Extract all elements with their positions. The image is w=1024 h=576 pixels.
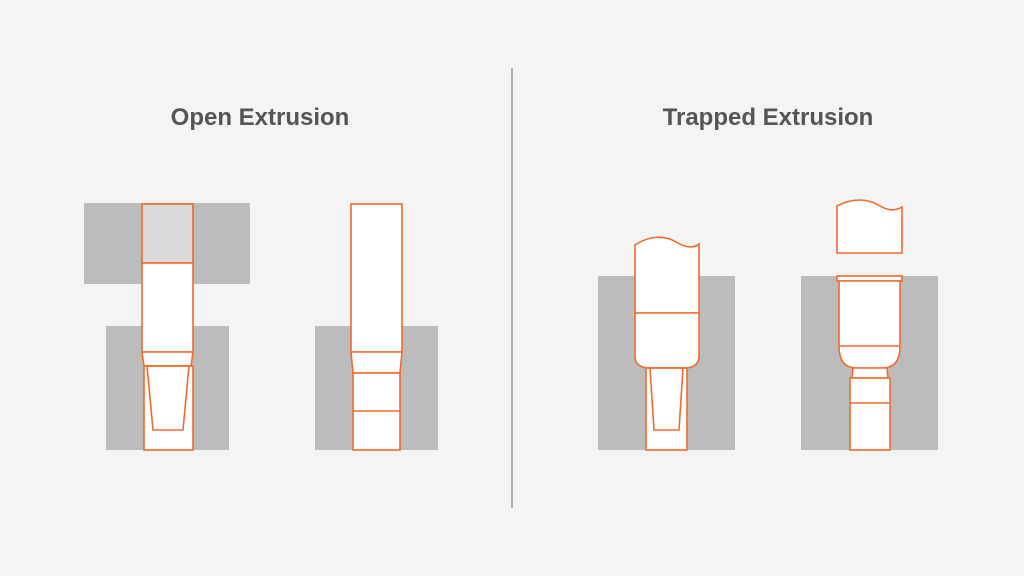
billet-taper: [851, 367, 889, 379]
trapped-extrusion-title: Trapped Extrusion: [662, 104, 874, 131]
trapped-extrusion-stage-2: [801, 199, 938, 451]
billet-taper: [141, 351, 194, 367]
extrusion-cavity: [146, 365, 190, 431]
billet-body: [350, 203, 403, 353]
extrusion-cavity: [649, 367, 684, 431]
billet-taper: [350, 351, 403, 374]
billet-rounded-bottom: [838, 280, 901, 369]
billet-body: [141, 262, 194, 353]
open-extrusion-title: Open Extrusion: [170, 104, 350, 131]
billet-rounded-bottom: [634, 312, 700, 369]
punch-cap-wavy: [836, 199, 903, 254]
trapped-extrusion-stage-1: [598, 236, 735, 451]
punch-shaded-section: [141, 203, 194, 264]
open-extrusion-stage-2: [315, 203, 438, 451]
extruded-shank: [849, 377, 891, 451]
open-extrusion-stage-1: [84, 203, 250, 451]
billet-wavy-top: [634, 236, 700, 314]
